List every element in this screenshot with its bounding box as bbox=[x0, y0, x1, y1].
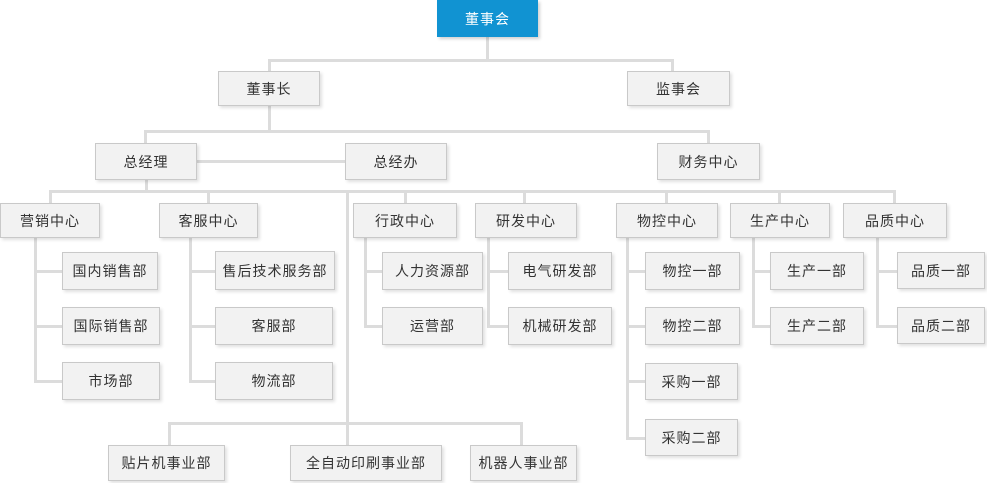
connector-line bbox=[487, 270, 508, 273]
connector-line bbox=[34, 270, 62, 273]
node-logistics-dept[interactable]: 物流部 bbox=[215, 362, 333, 400]
node-admin-center[interactable]: 行政中心 bbox=[353, 203, 457, 238]
connector-line bbox=[520, 422, 523, 445]
connector-line bbox=[778, 190, 781, 203]
connector-line bbox=[144, 130, 147, 143]
node-quality-center[interactable]: 品质中心 bbox=[843, 203, 947, 238]
connector-line bbox=[626, 380, 645, 383]
node-chairman[interactable]: 董事长 bbox=[218, 71, 320, 106]
connector-line bbox=[752, 238, 755, 328]
connector-line bbox=[34, 380, 62, 383]
node-material-control-1[interactable]: 物控一部 bbox=[645, 252, 740, 290]
node-gm-office[interactable]: 总经办 bbox=[345, 143, 447, 180]
connector-line bbox=[189, 380, 215, 383]
node-operations-dept[interactable]: 运营部 bbox=[382, 307, 483, 345]
node-electrical-rd-dept[interactable]: 电气研发部 bbox=[508, 252, 612, 290]
connector-line bbox=[189, 270, 215, 273]
connector-line bbox=[346, 422, 349, 445]
connector-line bbox=[189, 238, 192, 383]
node-board-of-directors[interactable]: 董事会 bbox=[437, 0, 538, 37]
node-domestic-sales-dept[interactable]: 国内销售部 bbox=[62, 252, 158, 290]
connector-line bbox=[189, 325, 215, 328]
node-material-control-center[interactable]: 物控中心 bbox=[616, 203, 718, 238]
connector-line bbox=[268, 106, 271, 133]
connector-line bbox=[707, 130, 710, 143]
connector-line bbox=[404, 190, 407, 203]
node-production-2[interactable]: 生产二部 bbox=[770, 307, 864, 345]
node-purchasing-2[interactable]: 采购二部 bbox=[645, 419, 738, 456]
connector-line bbox=[364, 238, 367, 328]
node-quality-1[interactable]: 品质一部 bbox=[897, 252, 985, 289]
connector-line bbox=[49, 190, 896, 193]
connector-line bbox=[626, 238, 629, 440]
connector-line bbox=[207, 190, 210, 203]
node-production-1[interactable]: 生产一部 bbox=[770, 252, 864, 290]
node-hr-dept[interactable]: 人力资源部 bbox=[382, 252, 483, 290]
connector-line bbox=[268, 59, 271, 71]
connector-line bbox=[665, 190, 668, 203]
connector-line bbox=[626, 270, 645, 273]
connector-line bbox=[626, 325, 645, 328]
connector-line bbox=[752, 325, 770, 328]
connector-line bbox=[168, 422, 171, 445]
node-smt-division[interactable]: 贴片机事业部 bbox=[108, 445, 225, 481]
node-supervisory-board[interactable]: 监事会 bbox=[627, 71, 730, 106]
connector-line bbox=[34, 238, 37, 383]
node-production-center[interactable]: 生产中心 bbox=[730, 203, 830, 238]
connector-line bbox=[364, 270, 382, 273]
connector-line bbox=[876, 270, 897, 273]
node-robot-division[interactable]: 机器人事业部 bbox=[470, 445, 577, 481]
connector-line bbox=[487, 325, 508, 328]
connector-line bbox=[486, 37, 489, 62]
node-rd-center[interactable]: 研发中心 bbox=[475, 203, 577, 238]
node-finance-center[interactable]: 财务中心 bbox=[657, 143, 760, 180]
connector-line bbox=[268, 59, 674, 62]
node-printing-division[interactable]: 全自动印刷事业部 bbox=[290, 445, 442, 481]
node-customer-service-dept[interactable]: 客服部 bbox=[215, 307, 333, 345]
node-purchasing-1[interactable]: 采购一部 bbox=[645, 363, 738, 400]
connector-line bbox=[144, 130, 710, 133]
connector-line bbox=[346, 190, 349, 425]
connector-line bbox=[671, 59, 674, 71]
node-market-dept[interactable]: 市场部 bbox=[62, 362, 160, 400]
node-marketing-center[interactable]: 营销中心 bbox=[0, 203, 100, 238]
connector-line bbox=[49, 190, 52, 203]
connector-line bbox=[893, 190, 896, 203]
connector-line bbox=[876, 325, 897, 328]
connector-line bbox=[168, 422, 523, 425]
connector-line bbox=[523, 190, 526, 203]
node-quality-2[interactable]: 品质二部 bbox=[897, 307, 985, 344]
connector-line bbox=[876, 238, 879, 328]
connector-line bbox=[145, 180, 148, 193]
connector-line bbox=[364, 325, 382, 328]
node-international-sales-dept[interactable]: 国际销售部 bbox=[62, 307, 160, 345]
connector-line bbox=[752, 270, 770, 273]
connector-line bbox=[626, 437, 645, 440]
node-after-sales-service-dept[interactable]: 售后技术服务部 bbox=[215, 251, 335, 290]
connector-line bbox=[487, 238, 490, 328]
connector-line bbox=[34, 325, 62, 328]
node-material-control-2[interactable]: 物控二部 bbox=[645, 307, 740, 345]
node-customer-service-center[interactable]: 客服中心 bbox=[159, 203, 258, 238]
node-general-manager[interactable]: 总经理 bbox=[95, 143, 197, 180]
connector-line bbox=[197, 160, 345, 163]
node-mechanical-rd-dept[interactable]: 机械研发部 bbox=[508, 307, 612, 345]
